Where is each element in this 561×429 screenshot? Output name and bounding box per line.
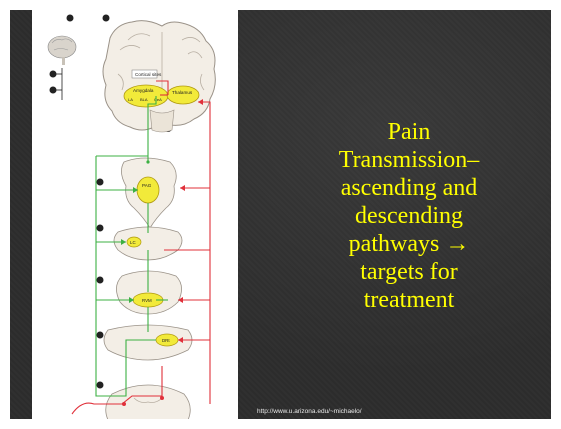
thalamus-label: Thalamus bbox=[172, 90, 193, 95]
pag-label: PAG bbox=[142, 183, 152, 188]
title-line: targets for bbox=[285, 258, 533, 286]
title-line: descending bbox=[285, 202, 533, 230]
title-line: Pain bbox=[285, 118, 533, 146]
midbrain-section: PAG bbox=[121, 158, 176, 228]
slide-title: Pain Transmission– ascending and descend… bbox=[285, 118, 533, 314]
brain-coronal-section: Cortical sites Amygdala LA BLA CeA Thala… bbox=[103, 21, 215, 132]
brain-thumbnail-icon bbox=[48, 36, 76, 65]
lc-label: LC bbox=[130, 240, 136, 245]
spinal-cord-section bbox=[106, 385, 191, 419]
thalamus-nucleus bbox=[167, 86, 199, 104]
cea-label: CeA bbox=[154, 97, 162, 102]
drt-label: DRt bbox=[162, 338, 170, 343]
medulla-section: RVM bbox=[116, 271, 181, 314]
title-line: treatment bbox=[285, 286, 533, 314]
pain-pathway-figure: Cortical sites Amygdala LA BLA CeA Thala… bbox=[32, 10, 238, 419]
la-label: LA bbox=[128, 97, 133, 102]
bla-label: BLA bbox=[140, 97, 148, 102]
pag-nucleus bbox=[137, 177, 159, 203]
source-url: http://www.u.arizona.edu/~michaelo/ bbox=[257, 408, 362, 415]
title-line: pathways → bbox=[285, 230, 533, 258]
amygdala-label: Amygdala bbox=[133, 88, 154, 93]
rvm-label: RVM bbox=[142, 298, 152, 303]
cortical-sites-label: Cortical sites bbox=[135, 72, 162, 77]
title-line: ascending and bbox=[285, 174, 533, 202]
presentation-slide: Cortical sites Amygdala LA BLA CeA Thala… bbox=[10, 10, 551, 419]
pain-pathway-diagram: Cortical sites Amygdala LA BLA CeA Thala… bbox=[32, 10, 238, 419]
title-line: Transmission– bbox=[285, 146, 533, 174]
